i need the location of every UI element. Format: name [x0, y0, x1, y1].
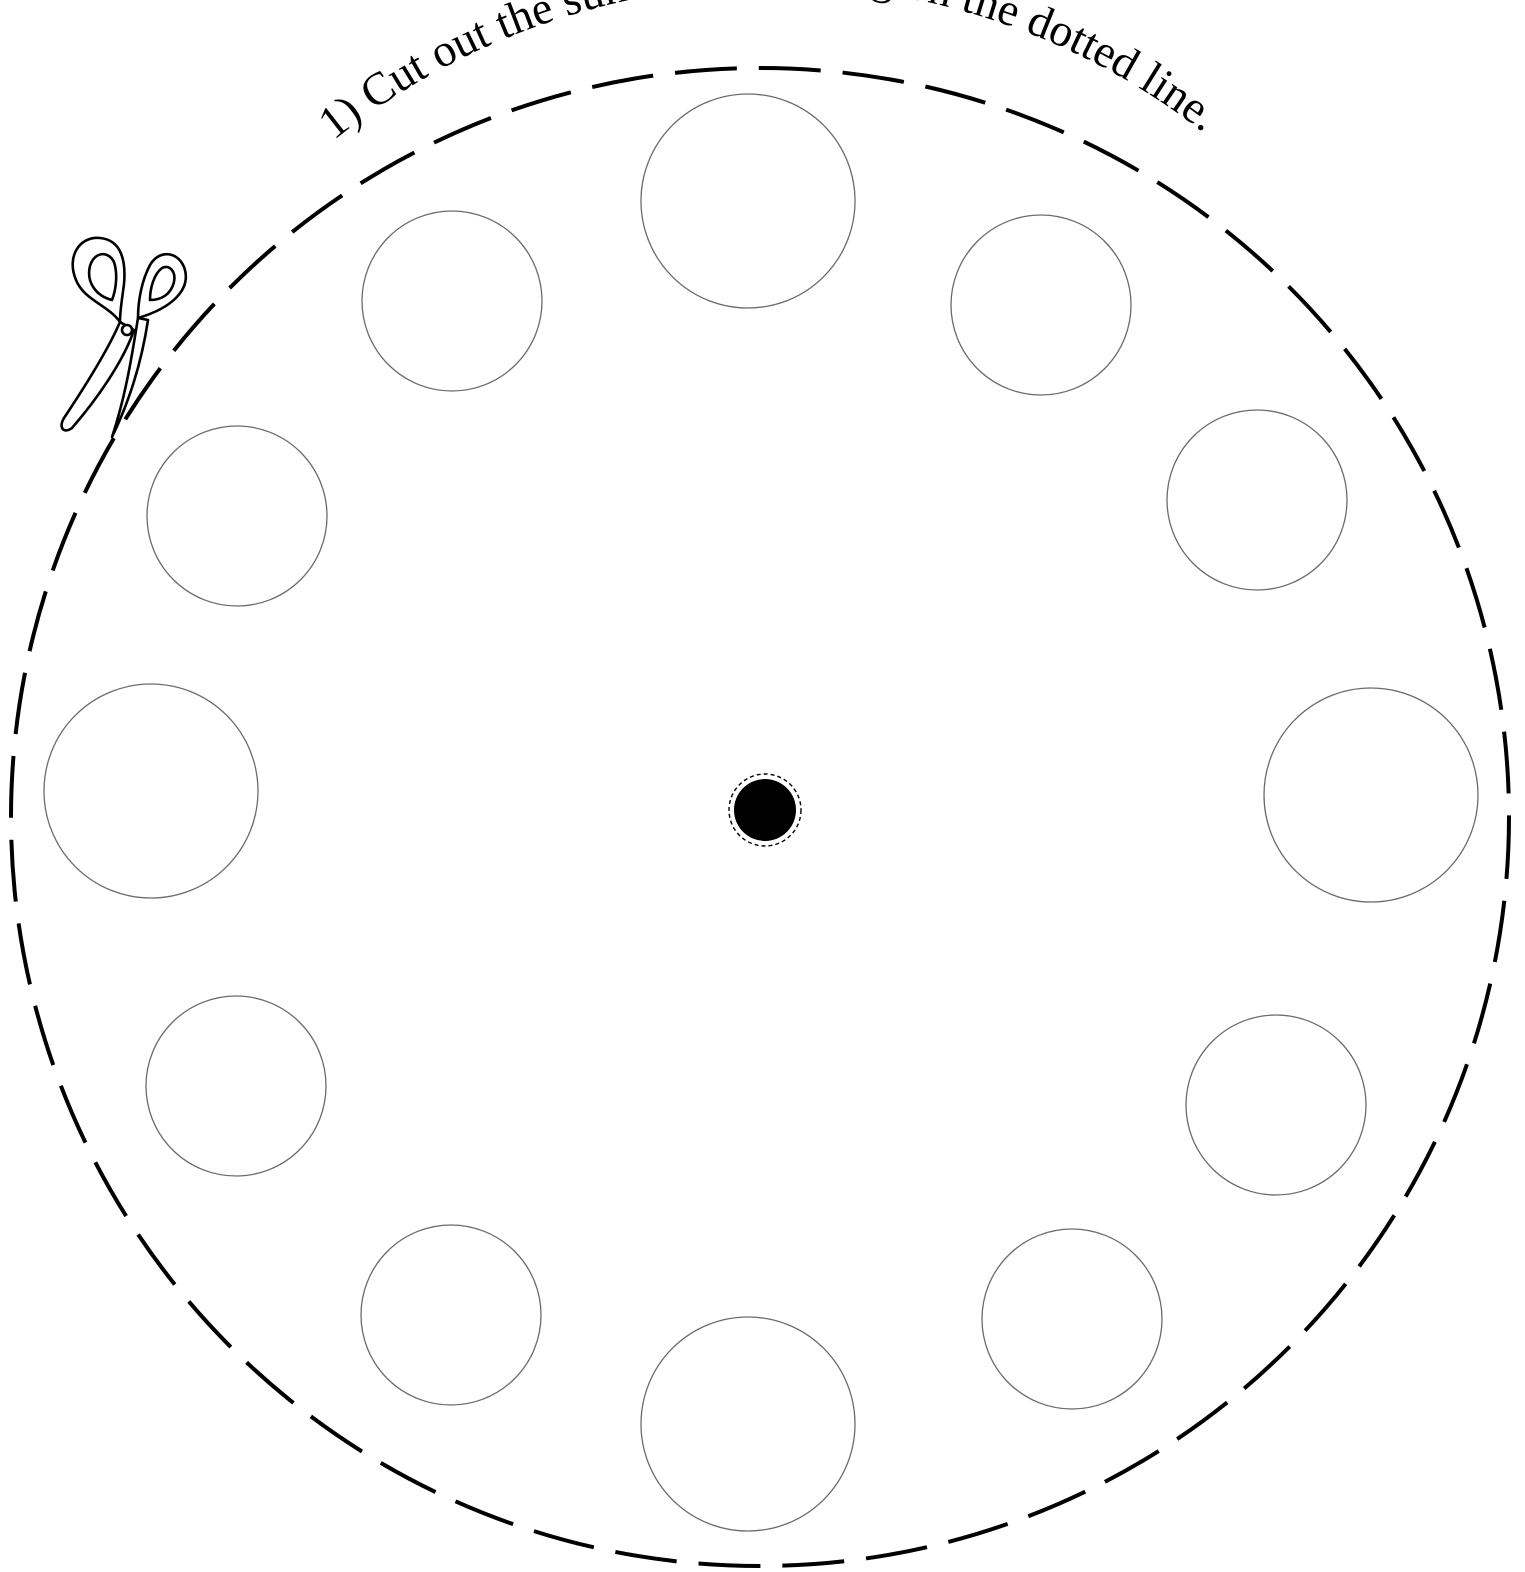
hour-circle-1	[951, 215, 1131, 395]
hour-circle-6	[641, 1317, 855, 1531]
hour-circle-12	[641, 94, 855, 308]
cut-instruction: 1) Cut out the sundial by cutting on the…	[308, 0, 1229, 148]
hour-circle-8	[146, 996, 326, 1176]
hour-circle-3	[1264, 688, 1478, 902]
center-hole	[734, 779, 796, 841]
scissors-icon	[62, 238, 186, 437]
hour-circle-4	[1186, 1015, 1366, 1195]
hour-circle-11	[362, 211, 542, 391]
hour-circle-7	[361, 1225, 541, 1405]
hour-circle-2	[1167, 410, 1347, 590]
cut-instruction-text: 1) Cut out the sundial by cutting on the…	[308, 0, 1229, 148]
hour-circle-5	[982, 1229, 1162, 1409]
hour-circle-9	[44, 684, 258, 898]
hour-circle-10	[147, 426, 327, 606]
